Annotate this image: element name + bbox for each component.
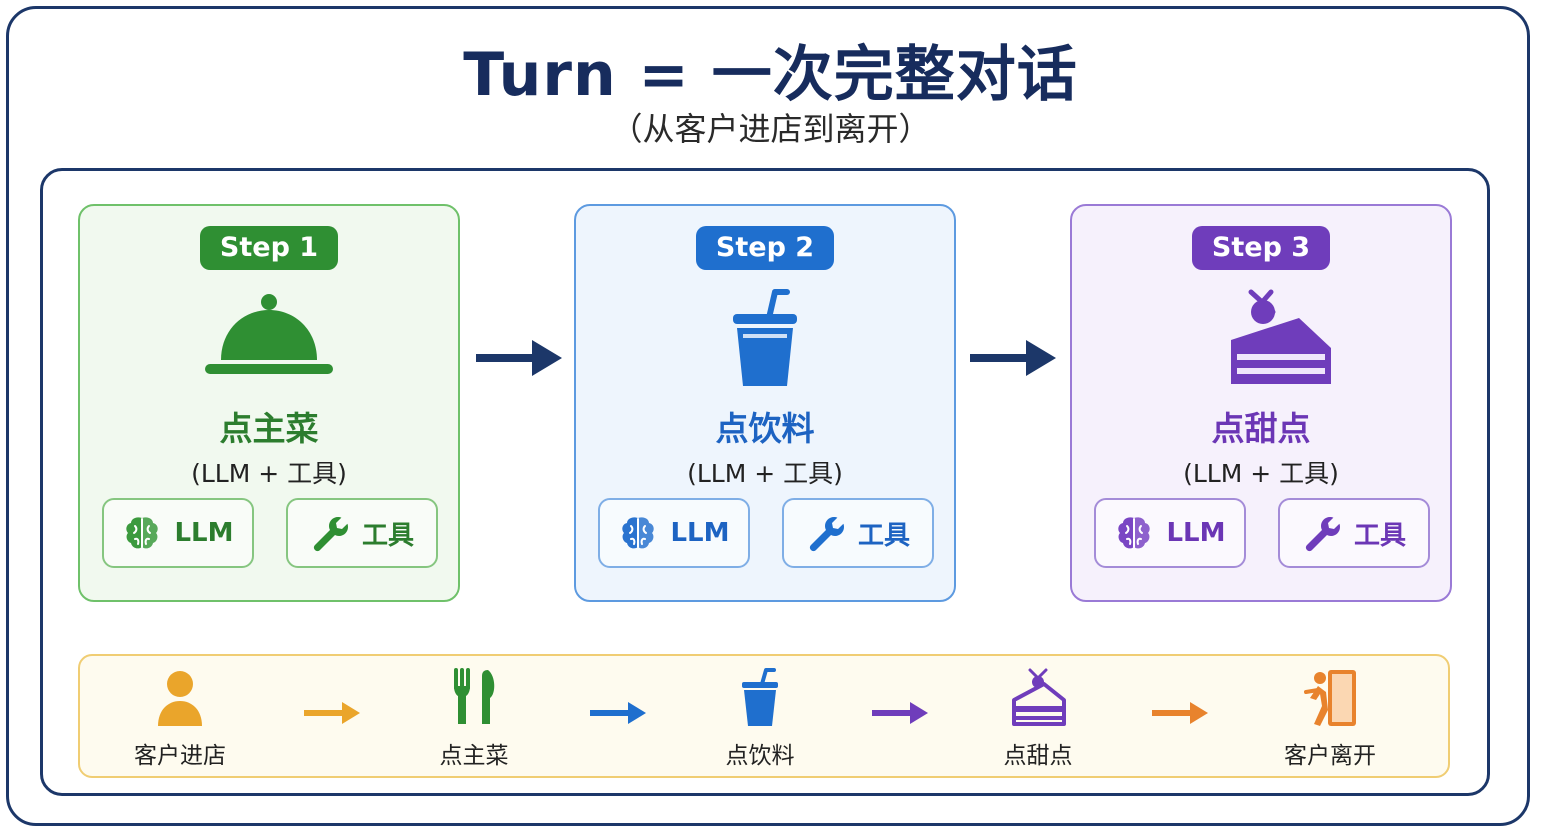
step-subtitle: (LLM + 工具) (687, 459, 843, 488)
wrench-icon (1302, 513, 1342, 553)
cloche-icon (199, 288, 339, 388)
arrow-right-icon (476, 340, 562, 376)
llm-chip: LLM (102, 498, 254, 568)
wrench-icon (806, 513, 846, 553)
arrow-right-icon (304, 702, 360, 724)
drink-cup-icon (695, 288, 835, 388)
page-title: Turn = 一次完整对话 (463, 40, 1078, 110)
cake-slice-icon (1012, 668, 1066, 726)
flow-item-enter: 客户进店 (100, 668, 260, 770)
flow-item-main-dish: 点主菜 (394, 668, 554, 770)
flow-label: 客户进店 (134, 743, 226, 769)
arrow-right-icon (872, 702, 928, 724)
step-subtitle: (LLM + 工具) (1183, 459, 1339, 488)
flow-item-dessert: 点甜点 (958, 668, 1118, 770)
step-name: 点甜点 (1211, 409, 1311, 448)
step-name: 点主菜 (219, 409, 319, 448)
llm-chip-label: LLM (1166, 518, 1226, 548)
flow-item-drink: 点饮料 (680, 668, 840, 770)
brain-icon (1114, 513, 1154, 553)
person-icon (158, 671, 202, 726)
flow-label: 点主菜 (439, 743, 509, 769)
page-subtitle: （从客户进店到离开） (610, 110, 931, 148)
step-card-3: Step 3 点甜点 (LLM + 工具) LLM 工具 (1070, 204, 1452, 602)
tool-chip: 工具 (286, 498, 438, 568)
step-badge: Step 3 (1192, 226, 1330, 270)
llm-chip-label: LLM (670, 518, 730, 548)
brain-icon (122, 513, 162, 553)
tool-chip-label: 工具 (1353, 520, 1406, 551)
llm-chip-label: LLM (174, 518, 234, 548)
flow-label: 点甜点 (1003, 743, 1073, 769)
step-badge: Step 2 (696, 226, 834, 270)
flow-item-leave: 客户离开 (1250, 668, 1410, 770)
step-badge: Step 1 (200, 226, 338, 270)
flow-label: 客户离开 (1284, 743, 1376, 769)
cake-slice-icon (1191, 288, 1331, 388)
step-card-1: Step 1 点主菜 (LLM + 工具) LLM 工具 (78, 204, 460, 602)
llm-chip: LLM (1094, 498, 1246, 568)
arrow-right-icon (590, 702, 646, 724)
arrow-right-icon (1152, 702, 1208, 724)
fork-knife-icon (454, 668, 495, 724)
tool-chip-label: 工具 (361, 520, 414, 551)
step-subtitle: (LLM + 工具) (191, 459, 347, 488)
flow-label: 点饮料 (725, 743, 795, 769)
tool-chip: 工具 (1278, 498, 1430, 568)
tool-chip: 工具 (782, 498, 934, 568)
tool-chip-label: 工具 (857, 520, 910, 551)
step-card-2: Step 2 点饮料 (LLM + 工具) LLM 工具 (574, 204, 956, 602)
arrow-right-icon (970, 340, 1056, 376)
wrench-icon (310, 513, 350, 553)
drink-cup-icon (742, 668, 778, 726)
brain-icon (618, 513, 658, 553)
step-name: 点饮料 (715, 409, 815, 448)
llm-chip: LLM (598, 498, 750, 568)
exit-door-icon (1304, 670, 1356, 726)
